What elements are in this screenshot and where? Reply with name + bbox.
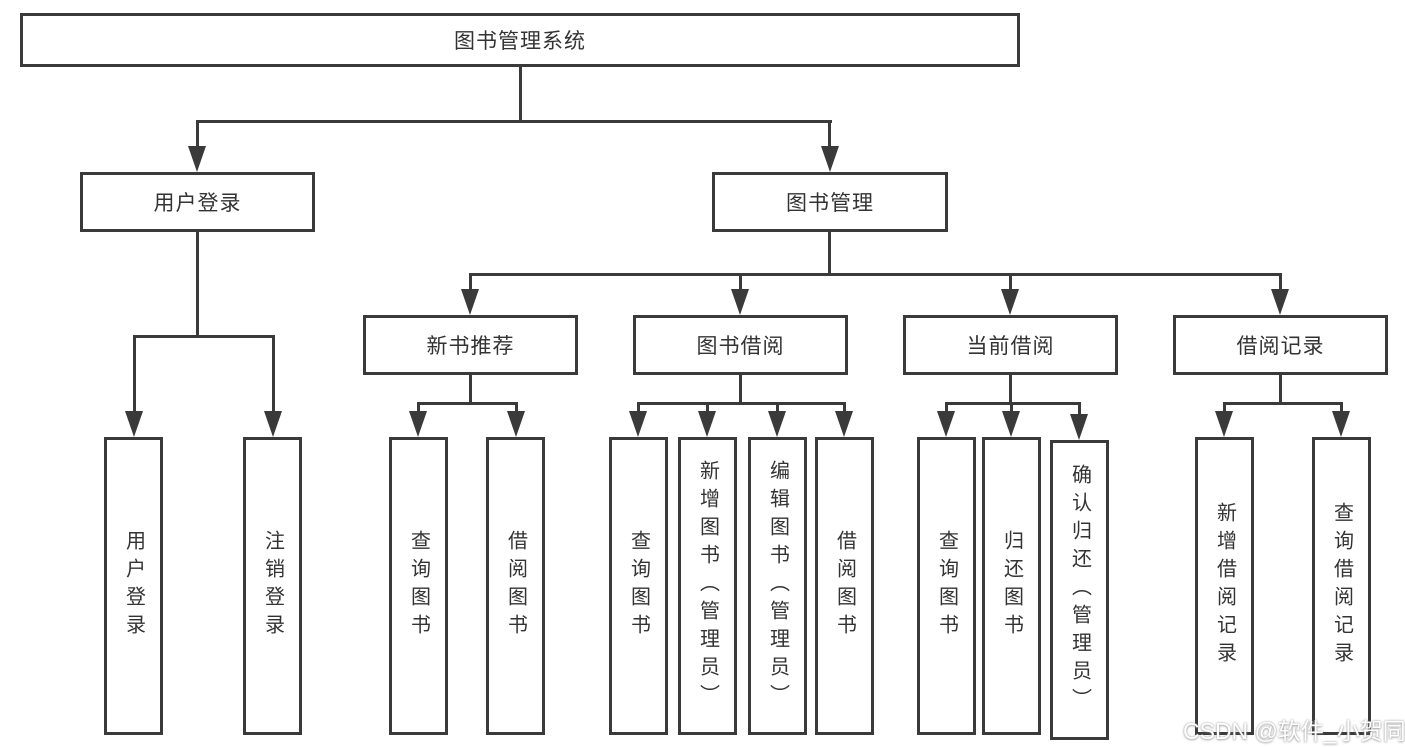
connector-arrow [698, 411, 716, 437]
leaf-add-books-admin: 新增图书（管理员） [678, 437, 737, 735]
connector-arrow [125, 411, 143, 437]
leaf-query-books-1: 查询图书 [389, 437, 448, 735]
connector-line [417, 402, 518, 405]
connector-line [1279, 375, 1282, 405]
leaf-label: 借阅图书 [833, 530, 856, 642]
node-label: 图书借阅 [696, 335, 785, 358]
leaf-logout: 注销登录 [243, 437, 302, 735]
leaf-label: 借阅图书 [504, 530, 527, 642]
leaf-label: 新增借阅记录 [1213, 502, 1236, 670]
connector-line [1009, 273, 1012, 293]
leaf-label: 用户登录 [122, 530, 145, 642]
node-root-label: 图书管理系统 [454, 30, 586, 53]
connector-line [1340, 402, 1343, 414]
connector-arrow [768, 411, 786, 437]
connector-arrow [461, 289, 479, 315]
node-new-book-recommend: 新书推荐 [363, 315, 578, 375]
connector-arrow [507, 411, 525, 437]
connector-arrow [1215, 411, 1233, 437]
node-label: 用户登录 [153, 192, 242, 215]
connector-arrow [629, 411, 647, 437]
leaf-query-books-3: 查询图书 [917, 437, 976, 735]
connector-line [133, 335, 136, 415]
connector-line [945, 402, 948, 414]
connector-arrow [835, 411, 853, 437]
connector-line [739, 375, 742, 405]
connector-line [272, 335, 275, 415]
connector-line [417, 402, 420, 414]
leaf-query-books-2: 查询图书 [609, 437, 668, 735]
connector-line [1279, 273, 1282, 293]
leaf-edit-books-admin: 编辑图书（管理员） [748, 437, 807, 735]
connector-line [469, 375, 472, 405]
connector-arrow [1001, 289, 1019, 315]
connector-line [1223, 402, 1226, 414]
connector-line [1010, 402, 1013, 414]
connector-line [637, 402, 640, 414]
node-user-login: 用户登录 [80, 172, 315, 232]
leaf-label: 归还图书 [1000, 530, 1023, 642]
connector-line [1223, 402, 1343, 405]
leaf-borrow-books-1: 借阅图书 [486, 437, 545, 735]
leaf-label: 查询图书 [627, 530, 650, 642]
connector-arrow [188, 146, 206, 172]
connector-line [196, 232, 199, 338]
connector-arrow [821, 146, 839, 172]
connector-line [133, 335, 275, 338]
connector-line [828, 232, 831, 276]
node-book-management: 图书管理 [712, 172, 948, 232]
leaf-label: 确认归还（管理员） [1068, 464, 1091, 716]
connector-line [469, 273, 1282, 276]
connector-line [469, 273, 472, 293]
connector-arrow [1332, 411, 1350, 437]
node-borrow-records: 借阅记录 [1173, 315, 1388, 375]
connector-arrow [937, 411, 955, 437]
node-label: 图书管理 [786, 192, 874, 215]
leaf-borrow-books-2: 借阅图书 [815, 437, 874, 735]
connector-line [196, 120, 832, 123]
connector-line [739, 273, 742, 293]
csdn-watermark: CSDN @软件_小贺同学 [1183, 718, 1405, 744]
node-label: 当前借阅 [966, 335, 1055, 358]
connector-line [706, 402, 709, 414]
node-book-borrow: 图书借阅 [633, 315, 848, 375]
connector-arrow [731, 289, 749, 315]
leaf-label: 查询借阅记录 [1330, 502, 1353, 670]
connector-arrow [1002, 411, 1020, 437]
leaf-label: 注销登录 [261, 530, 284, 642]
leaf-return-books: 归还图书 [982, 437, 1041, 735]
connector-line [1078, 402, 1081, 417]
leaf-label: 查询图书 [935, 530, 958, 642]
leaf-user-login: 用户登录 [104, 437, 163, 735]
connector-line [1009, 375, 1012, 405]
connector-line [515, 402, 518, 414]
connector-line [637, 402, 846, 405]
leaf-confirm-return-admin: 确认归还（管理员） [1050, 440, 1109, 740]
node-current-borrow: 当前借阅 [903, 315, 1118, 375]
connector-line [828, 120, 831, 150]
leaf-query-borrow-record: 查询借阅记录 [1312, 437, 1371, 735]
node-label: 新书推荐 [426, 335, 515, 358]
connector-arrow [409, 411, 427, 437]
connector-line [196, 120, 199, 150]
leaf-label: 新增图书（管理员） [696, 460, 719, 712]
leaf-label: 编辑图书（管理员） [766, 460, 789, 712]
node-label: 借阅记录 [1236, 335, 1325, 358]
node-root: 图书管理系统 [20, 13, 1020, 67]
connector-line [776, 402, 779, 414]
connector-arrow [1271, 289, 1289, 315]
leaf-add-borrow-record: 新增借阅记录 [1195, 437, 1254, 735]
connector-arrow [264, 411, 282, 437]
connector-line [519, 67, 522, 120]
connector-line [843, 402, 846, 414]
connector-arrow [1070, 414, 1088, 440]
leaf-label: 查询图书 [407, 530, 430, 642]
